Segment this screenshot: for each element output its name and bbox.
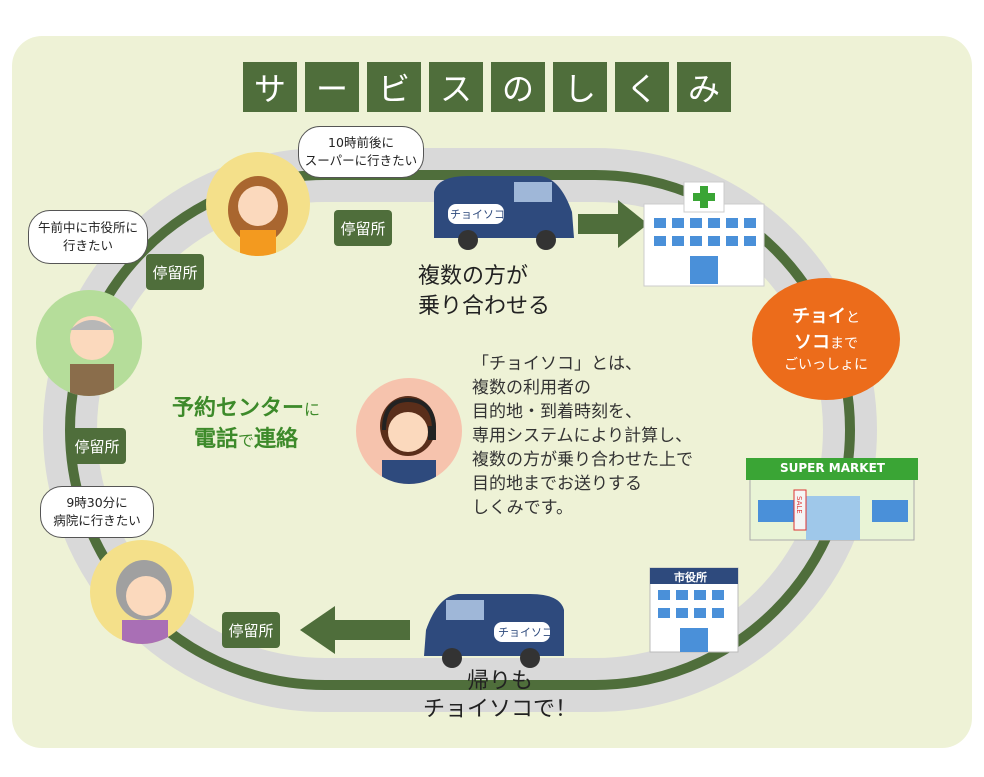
rideshare-line1: 複数の方が xyxy=(418,264,529,289)
van-icon: チョイソコ xyxy=(428,172,578,252)
title-char: く xyxy=(615,62,669,112)
explanation-text: 「チョイソコ」とは、 複数の利用者の 目的地・到着時刻を、 専用システムにより計… xyxy=(472,352,693,520)
made-text: まで xyxy=(830,336,858,352)
to-text: と xyxy=(846,310,860,326)
page-title: サ ー ビ ス の し く み xyxy=(243,62,731,112)
return-line1: 帰りも xyxy=(466,669,533,694)
speech-bubble-old-woman: 9時30分に 病院に行きたい xyxy=(40,486,154,538)
sale-sign: SALE xyxy=(795,496,803,514)
explanation-line: 複数の方が乗り合わせた上で xyxy=(472,450,693,470)
explanation-line: 専用システムにより計算し、 xyxy=(472,426,693,446)
title-char: ー xyxy=(305,62,359,112)
speech-bubble-old-man: 午前中に市役所に 行きたい xyxy=(28,210,148,264)
bubble-text: 9時30分に xyxy=(66,495,128,510)
contact-text: 連絡 xyxy=(254,427,299,452)
operator-avatar xyxy=(356,378,462,484)
rideshare-line2: 乗り合わせる xyxy=(418,294,551,319)
supermarket-sign: SUPER MARKET xyxy=(780,461,885,475)
speech-bubble-top-woman: 10時前後に スーパーに行きたい xyxy=(298,126,424,178)
explanation-line: 「チョイソコ」とは、 xyxy=(472,354,642,374)
explanation-line: 目的地までお送りする xyxy=(472,474,642,494)
hospital-icon xyxy=(638,178,768,288)
title-char: サ xyxy=(243,62,297,112)
bus-stop-top: 停留所 xyxy=(334,210,392,246)
explanation-line: 複数の利用者の xyxy=(472,378,591,398)
reserve-text: 予約センター xyxy=(172,396,305,421)
arrow-right-icon xyxy=(578,200,648,248)
explanation-line: しくみです。 xyxy=(472,498,573,518)
city-hall-icon: 市役所 xyxy=(646,562,742,654)
title-char: ビ xyxy=(367,62,421,112)
bubble-text: 午前中に市役所に xyxy=(37,220,138,235)
bubble-text: スーパーに行きたい xyxy=(304,153,418,168)
return-line2: チョイソコで！ xyxy=(422,697,577,722)
choi-text: チョイ xyxy=(792,306,846,327)
title-char: み xyxy=(677,62,731,112)
old-woman-avatar xyxy=(90,540,194,644)
woman-avatar xyxy=(206,152,310,256)
soko-line: ソコまで xyxy=(752,328,900,354)
choi-line: チョイと xyxy=(752,302,900,328)
together-text: ごいっしょに xyxy=(784,357,868,373)
bubble-text: 行きたい xyxy=(62,238,113,253)
title-char: し xyxy=(553,62,607,112)
choiso-together-bubble: チョイと ソコまで ごいっしょに xyxy=(752,278,900,400)
van-logo: チョイソコ xyxy=(450,208,505,221)
van-icon: チョイソコ xyxy=(420,590,570,670)
cityhall-sign: 市役所 xyxy=(674,571,707,584)
call-text: 電話 xyxy=(194,427,239,452)
rideshare-label: 複数の方が 乗り合わせる xyxy=(418,262,550,322)
bubble-text: 10時前後に xyxy=(328,135,394,150)
bus-stop-left-upper: 停留所 xyxy=(146,254,204,290)
headset-icon xyxy=(382,397,436,440)
van-logo: チョイソコ xyxy=(498,626,553,639)
title-char: の xyxy=(491,62,545,112)
explanation-line: 目的地・到着時刻を、 xyxy=(472,402,642,422)
old-man-avatar xyxy=(36,290,142,396)
reserve-center-label: 予約センターに 電話で連絡 xyxy=(172,394,320,456)
bubble-text: 病院に行きたい xyxy=(53,513,141,528)
bus-stop-bottom: 停留所 xyxy=(222,612,280,648)
reserve-particle: に xyxy=(304,400,321,419)
soko-text: ソコ xyxy=(794,332,830,353)
bus-stop-left-middle: 停留所 xyxy=(68,428,126,464)
call-particle: で xyxy=(238,431,255,450)
supermarket-icon: SUPER MARKET SALE xyxy=(746,456,918,542)
arrow-left-icon xyxy=(300,606,410,654)
return-label: 帰りも チョイソコで！ xyxy=(410,668,590,724)
title-char: ス xyxy=(429,62,483,112)
